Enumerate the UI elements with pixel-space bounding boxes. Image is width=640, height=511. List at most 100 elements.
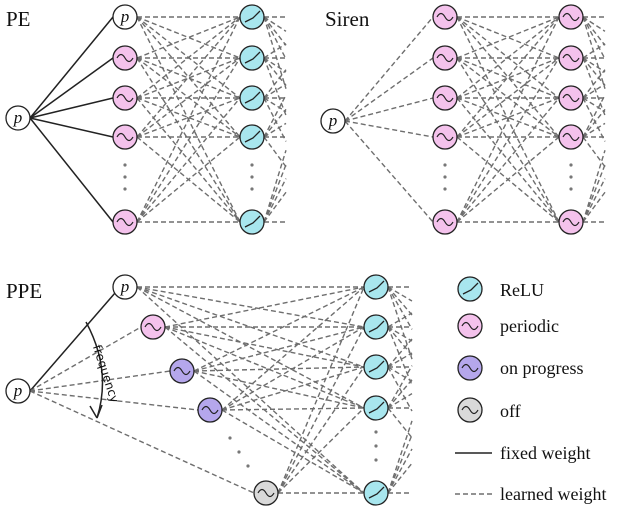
pe-output-weight (263, 69, 287, 99)
siren-learned-weight (456, 16, 560, 99)
siren-layer2-node-2 (558, 85, 584, 111)
ppe-learned-weight (164, 326, 365, 409)
siren-output-weight (582, 97, 606, 113)
input-label: p (13, 108, 23, 127)
pe-learned-weight (136, 57, 241, 99)
ppe-learned-weight (277, 286, 365, 494)
pe-output-weight (263, 122, 287, 138)
ppe-relu-node-0 (363, 274, 389, 300)
pe-periodic-node-3 (112, 209, 138, 235)
ppe-hidden-node-3 (197, 397, 223, 423)
pe-output-weight (263, 178, 287, 223)
ppe-output-weight (387, 462, 413, 494)
siren-output-weight (582, 164, 606, 223)
input-node-circle (112, 4, 138, 30)
sine-glyph (201, 405, 219, 415)
legend-swatch-relu (457, 276, 483, 302)
pe-output-weight (263, 43, 287, 59)
input-node-circle (5, 105, 31, 131)
ppe-hidden-node-4 (253, 480, 279, 506)
pe-output-weight (263, 16, 287, 46)
ppe-output-weight (387, 326, 413, 342)
siren-layer1-ellipsis-2 (443, 187, 447, 191)
ppe-learned-weight (136, 286, 365, 409)
pe-output-weight (263, 16, 287, 89)
pe-output-weight (263, 97, 287, 113)
siren-layer2-node-3 (558, 124, 584, 150)
pe-learned-weight (136, 16, 241, 138)
ppe-output-weight (387, 420, 413, 494)
sine-glyph (436, 132, 454, 142)
ppe-learned-weight (221, 366, 365, 411)
siren-output-weight (582, 97, 606, 142)
pe-output-weight (263, 57, 287, 73)
pe-output-weight (263, 16, 287, 32)
siren-layer1-ellipsis-0 (443, 163, 447, 167)
ppe-panel-title: PPE (6, 279, 42, 303)
sine-glyph (436, 53, 454, 63)
siren-learned-weight (456, 57, 560, 138)
pe-learned-weight (136, 97, 241, 138)
ppe-learned-weight (29, 390, 199, 411)
sine-glyph (461, 363, 479, 373)
ppe-output-weight (387, 352, 413, 368)
ppe-output-weight (387, 338, 413, 368)
pe-output-weight (263, 57, 287, 87)
siren-learned-weight (456, 97, 560, 138)
legend-label-progress: on progress (500, 358, 584, 378)
pe-learned-weight (136, 16, 241, 223)
pe-relu-node-1 (239, 45, 265, 71)
siren-output-weight (582, 150, 606, 223)
edges-layer (29, 16, 606, 494)
legend-swatch-off (457, 397, 483, 423)
pe-learned-weight (136, 16, 241, 59)
legend-label-learned-weight: learned weight (500, 484, 606, 504)
pe-relu-ellipsis-0 (250, 163, 254, 167)
pe-relu-node-4 (239, 209, 265, 235)
ppe-hidden-ellipsis-c-0 (246, 464, 250, 468)
siren-learned-weight (344, 120, 434, 223)
pe-panel-title: PE (6, 7, 31, 31)
siren-output-weight (582, 16, 606, 32)
siren-output-weight (582, 43, 606, 59)
ppe-learned-weight (193, 366, 365, 372)
relu-glyph (462, 282, 479, 295)
siren-learned-weight (456, 16, 560, 59)
siren-layer1-node-4 (432, 209, 458, 235)
pe-learned-weight (136, 97, 241, 223)
sine-glyph (562, 132, 580, 142)
relu-glyph (244, 10, 261, 23)
ppe-hidden-ellipsis-b-0 (237, 450, 241, 454)
ppe-output-weight (387, 326, 413, 386)
sine-glyph (116, 53, 134, 63)
sine-glyph (173, 366, 191, 376)
relu-node-circle (363, 354, 389, 380)
relu-glyph (244, 91, 261, 104)
siren-learned-weight (456, 97, 560, 223)
pe-output-weight (263, 150, 287, 223)
relu-node-circle (239, 124, 265, 150)
pe-learned-weight (136, 57, 241, 99)
frequency-arrowhead (89, 404, 103, 419)
sine-glyph (436, 217, 454, 227)
legend-swatch-periodic (457, 313, 483, 339)
sine-glyph (116, 217, 134, 227)
ppe-learned-weight (221, 407, 365, 411)
pe-hidden-ellipsis-0 (123, 163, 127, 167)
siren-input-node: p (320, 108, 346, 134)
siren-layer1-node-1 (432, 45, 458, 71)
ppe-learned-weight (193, 370, 365, 494)
siren-output-weight (582, 16, 606, 89)
ppe-output-weight (387, 407, 413, 439)
ppe-learned-weight (136, 286, 365, 328)
ppe-learned-weight (277, 407, 365, 494)
siren-layer1-ellipsis-1 (443, 175, 447, 179)
pe-hidden-ellipsis-1 (123, 175, 127, 179)
ppe-input-node: p (5, 378, 31, 404)
siren-learned-weight (344, 97, 434, 122)
pe-relu-node-2 (239, 85, 265, 111)
pe-input-copy-node: p (112, 4, 138, 30)
relu-node-circle (363, 314, 389, 340)
relu-glyph (368, 401, 385, 414)
